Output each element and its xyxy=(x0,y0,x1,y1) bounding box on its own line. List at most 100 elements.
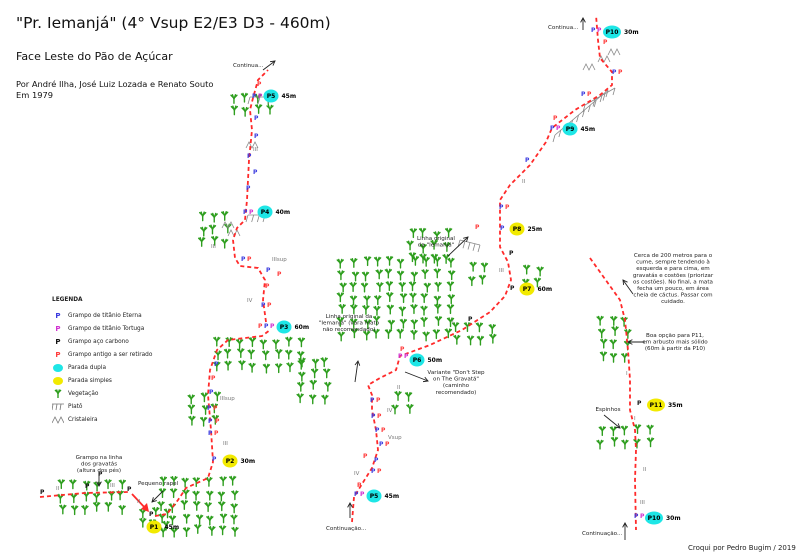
vegetation-icon xyxy=(275,349,283,359)
vegetation-stem xyxy=(610,315,618,326)
vegetation-stem xyxy=(158,488,167,499)
vegetation-stem xyxy=(522,264,531,275)
vegetation-icon xyxy=(396,270,405,281)
vegetation-icon xyxy=(237,348,245,359)
vegetation-icon xyxy=(118,505,126,516)
vegetation-icon xyxy=(408,252,417,263)
vegetation-stem xyxy=(219,476,227,487)
vegetation-stem xyxy=(275,349,283,359)
vegetation-stem xyxy=(310,368,319,379)
vegetation-icon xyxy=(230,514,238,525)
vegetation-stem xyxy=(181,477,189,488)
vegetation-icon xyxy=(240,92,249,103)
vegetation-stem xyxy=(476,335,485,346)
plateau-tick xyxy=(605,89,609,98)
pitch-length: 35m xyxy=(668,402,683,409)
annotation-line: Variante "Don't Step xyxy=(427,370,485,376)
vegetation-icon xyxy=(609,339,617,350)
vegetation-icon xyxy=(646,437,655,448)
plateau-tick xyxy=(592,99,596,107)
vegetation-icon xyxy=(633,424,642,435)
vegetation-icon xyxy=(337,270,345,281)
bolt-marker: P xyxy=(214,361,219,368)
vegetation-stem xyxy=(351,271,360,282)
vegetation-icon xyxy=(444,328,453,339)
vegetation-icon xyxy=(423,282,432,293)
bolt-marker: P xyxy=(375,427,380,434)
station-name: P6 xyxy=(413,357,422,364)
vegetation-stem xyxy=(259,339,268,350)
vegetation-stem xyxy=(609,339,617,350)
vegetation-stem xyxy=(409,292,417,303)
bolt-icon: P xyxy=(55,350,61,359)
vegetation-icon xyxy=(434,303,442,314)
vegetation-stem xyxy=(321,394,329,405)
vegetation-icon xyxy=(446,317,455,328)
annotation-line: Linha original xyxy=(417,236,455,242)
vegetation-icon xyxy=(419,243,427,254)
vegetation-icon xyxy=(610,436,619,447)
vegetation-stem xyxy=(364,319,372,330)
bolt-marker: P xyxy=(400,346,405,353)
annotation-line: Boa opção para P11, xyxy=(646,333,704,339)
bolt-marker: P xyxy=(603,39,608,46)
plateau-tick xyxy=(602,93,606,101)
vegetation-stem xyxy=(451,322,460,333)
vegetation-stem xyxy=(323,368,331,379)
grade-label: I xyxy=(634,416,636,422)
vegetation-stem xyxy=(217,491,226,502)
vegetation-stem xyxy=(598,426,606,437)
bolt-marker: P xyxy=(360,491,365,498)
bolt-marker: P xyxy=(241,256,246,263)
vegetation-stem xyxy=(444,328,453,339)
vegetation-stem xyxy=(311,358,320,369)
vegetation-icon xyxy=(231,490,239,501)
vegetation-stem xyxy=(468,276,476,287)
vegetation-stem xyxy=(235,338,244,349)
vegetation-stem xyxy=(205,476,213,487)
vegetation-stem xyxy=(254,104,263,115)
cristaleira-icon xyxy=(607,48,621,56)
vegetation-stem xyxy=(199,416,208,427)
bolt-marker: P xyxy=(243,209,248,216)
vegetation-icon xyxy=(158,488,167,499)
vegetation-stem xyxy=(208,526,216,536)
vegetation-icon xyxy=(217,491,226,502)
vegetation-stem xyxy=(443,242,451,252)
vegetation-icon xyxy=(82,491,91,502)
bolt-marker: P xyxy=(550,125,555,132)
double-anchor-icon xyxy=(257,205,273,219)
pitch-length: 60m xyxy=(538,286,553,293)
vegetation-stem xyxy=(430,239,438,250)
vegetation-stem xyxy=(391,404,399,415)
vegetation-icon xyxy=(159,527,167,538)
vegetation-stem xyxy=(386,292,394,303)
station-name: P2 xyxy=(226,458,235,465)
vegetation-stem xyxy=(170,476,178,486)
annotation-line: cume, sempre tendendo à xyxy=(636,259,710,266)
vegetation-stem xyxy=(285,336,293,347)
vegetation-icon xyxy=(219,476,227,487)
vegetation-stem xyxy=(433,295,442,306)
vegetation-icon xyxy=(409,228,418,239)
vegetation-stem xyxy=(394,391,402,401)
vegetation-icon xyxy=(611,326,619,337)
vegetation-icon xyxy=(218,501,226,512)
vegetation-icon xyxy=(213,336,221,347)
vegetation-stem xyxy=(453,334,461,345)
legend-label: Parada dupla xyxy=(68,364,106,371)
vegetation-stem xyxy=(475,322,484,333)
vegetation-icon xyxy=(254,93,262,104)
vegetation-stem xyxy=(206,515,214,526)
route-line xyxy=(154,329,271,517)
vegetation-stem xyxy=(350,328,359,339)
single-anchor-icon xyxy=(222,454,238,468)
bolt-marker: P xyxy=(377,468,382,475)
annotation-line: (altura dos pés) xyxy=(77,467,121,474)
vegetation-stem xyxy=(646,424,654,435)
grade-label: IV xyxy=(387,408,393,414)
